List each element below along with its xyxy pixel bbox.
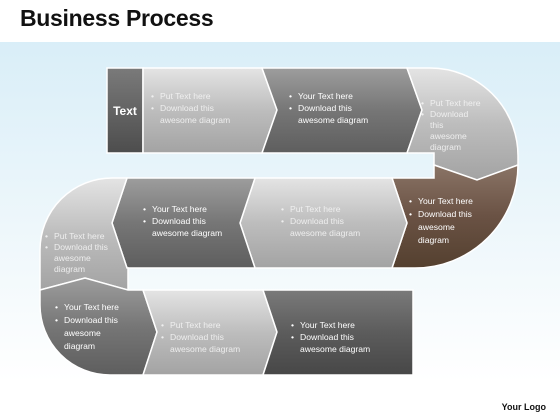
- segment-text-line: Put Text here: [290, 204, 341, 214]
- segment-text-line: Your Text here: [64, 302, 119, 312]
- segment-text-line: Your Text here: [298, 91, 353, 101]
- bullet-dot: •: [291, 332, 294, 342]
- segment-text-line: Download this: [54, 242, 108, 252]
- segment-text-line: awesome diagram: [160, 115, 230, 125]
- segment-c1-bottom: [390, 163, 519, 269]
- segment-text-line: awesome: [54, 253, 91, 263]
- bullet-dot: •: [45, 242, 48, 252]
- segment-text-line: Download this: [160, 103, 214, 113]
- segment-text-line: Put Text here: [160, 91, 211, 101]
- bullet-dot: •: [291, 320, 294, 330]
- page-title: Business Process: [20, 5, 214, 31]
- segment-text-line: awesome: [430, 131, 467, 141]
- segment-text-line: Put Text here: [430, 98, 481, 108]
- segment-c2-bottom: [39, 277, 158, 376]
- bullet-dot: •: [409, 209, 412, 219]
- segment-text-line: diagram: [54, 264, 85, 274]
- segment-text-line: diagram: [418, 235, 449, 245]
- bullet-dot: •: [421, 98, 424, 108]
- bullet-dot: •: [45, 231, 48, 241]
- segment-text-line: Put Text here: [54, 231, 105, 241]
- label-box: [106, 67, 144, 154]
- bullet-dot: •: [143, 204, 146, 214]
- bullet-dot: •: [281, 204, 284, 214]
- segment-text-line: awesome: [64, 328, 101, 338]
- segment-text-line: Download this: [298, 103, 352, 113]
- segment-text-line: Download this: [290, 216, 344, 226]
- segment-text-line: Put Text here: [170, 320, 221, 330]
- label-box-text: Text: [113, 104, 137, 118]
- bullet-dot: •: [161, 332, 164, 342]
- bullet-dot: •: [161, 320, 164, 330]
- bullet-dot: •: [151, 103, 154, 113]
- segment-r3-b: [261, 289, 414, 376]
- segment-text-line: Download this: [64, 315, 118, 325]
- segment-text-line: awesome diagram: [298, 115, 368, 125]
- segment-text-line: diagram: [430, 142, 461, 152]
- segment-text-line: awesome diagram: [170, 344, 240, 354]
- segment-text-line: awesome diagram: [300, 344, 370, 354]
- bullet-dot: •: [151, 91, 154, 101]
- bullet-dot: •: [281, 216, 284, 226]
- segment-text-line: Download: [430, 109, 468, 119]
- segment-c1-top: [405, 67, 519, 181]
- bullet-dot: •: [409, 196, 412, 206]
- segment-text-line: diagram: [64, 341, 95, 351]
- segment-text-line: Your Text here: [300, 320, 355, 330]
- bullet-dot: •: [55, 315, 58, 325]
- segment-text-line: Your Text here: [152, 204, 207, 214]
- segment-text-line: Download this: [152, 216, 206, 226]
- segment-text-line: awesome diagram: [152, 228, 222, 238]
- segment-text-line: Your Text here: [418, 196, 473, 206]
- bullet-dot: •: [55, 302, 58, 312]
- segment-text-line: this: [430, 120, 443, 130]
- bullet-dot: •: [289, 91, 292, 101]
- segment-text-line: awesome diagram: [290, 228, 360, 238]
- segment-text-line: Download this: [418, 209, 472, 219]
- bullet-dot: •: [289, 103, 292, 113]
- logo-text: Your Logo: [501, 402, 546, 412]
- segment-text-line: awesome: [418, 222, 455, 232]
- bullet-dot: •: [421, 109, 424, 119]
- bullet-dot: •: [143, 216, 146, 226]
- segment-text-line: Download this: [170, 332, 224, 342]
- segment-text-line: Download this: [300, 332, 354, 342]
